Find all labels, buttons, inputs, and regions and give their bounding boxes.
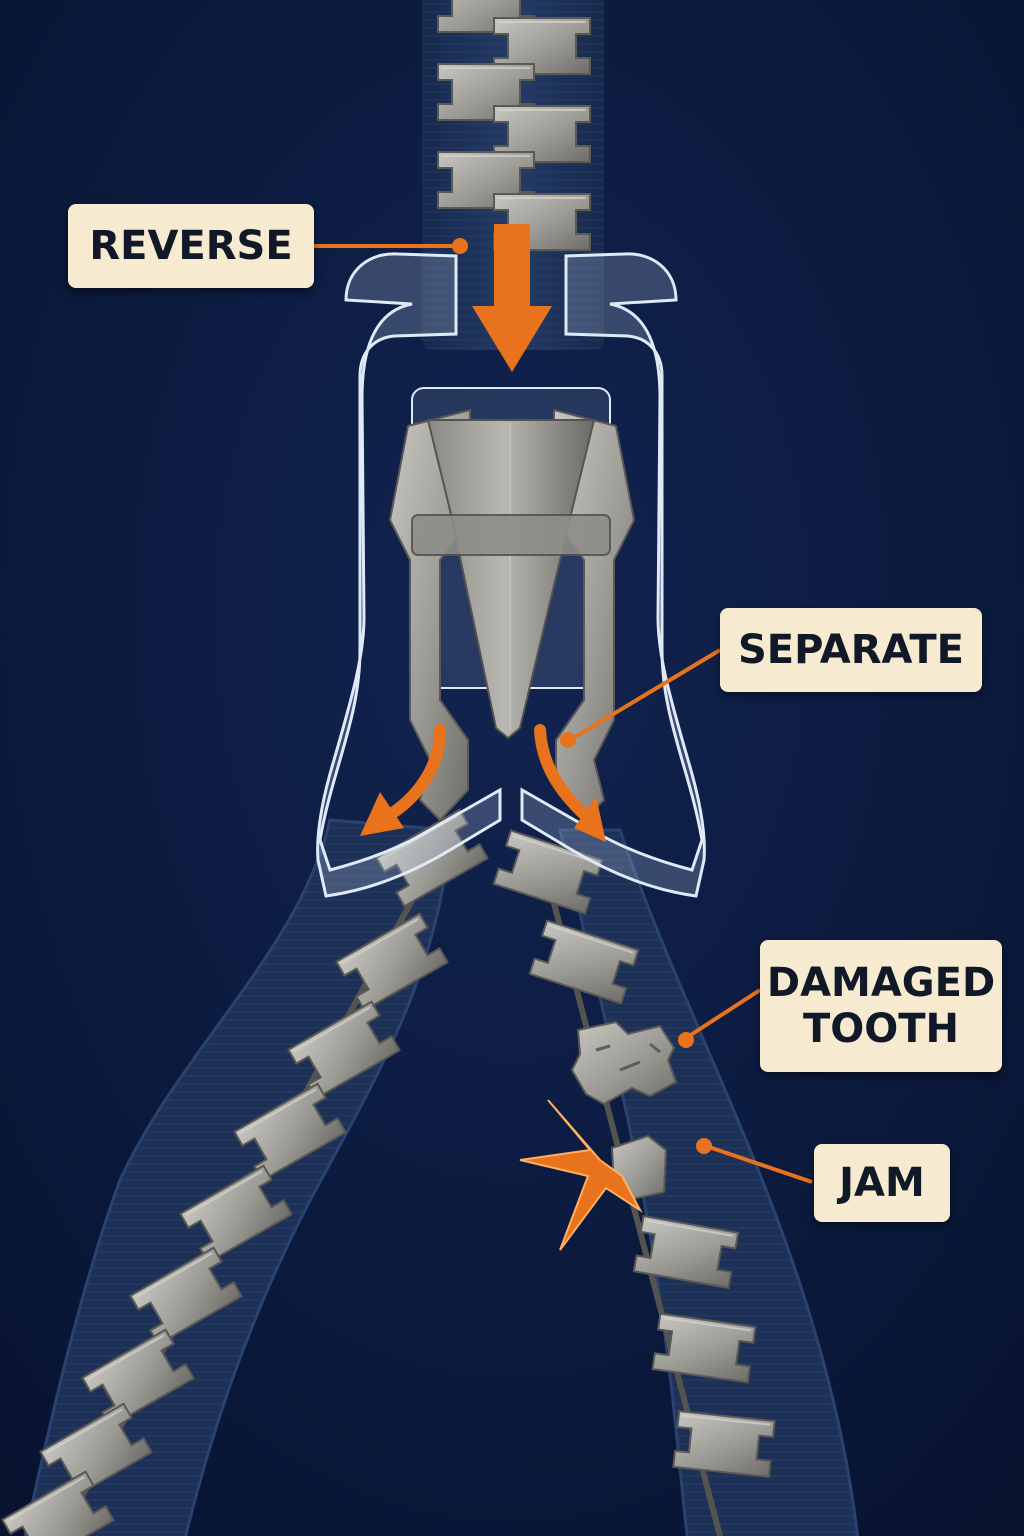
damaged-tooth-shape [570,1020,678,1106]
burst-icon [519,1099,643,1251]
label-damaged-tooth: DAMAGED TOOTH [760,940,1002,1072]
leader-dots [452,238,712,1154]
left-teeth [1,808,489,1536]
leader-lines [312,244,813,1184]
label-reverse-text: REVERSE [89,223,293,269]
zipper-slider-icon [316,252,706,898]
label-reverse: REVERSE [68,204,314,288]
reverse-arrow-icon [472,224,552,372]
label-jam: JAM [814,1144,950,1222]
label-jam-text: JAM [839,1160,925,1206]
separate-arrows-icon [360,724,606,842]
label-separate-text: SEPARATE [738,627,964,673]
label-damaged-line1: DAMAGED [766,960,996,1006]
label-separate: SEPARATE [720,608,982,692]
label-damaged-line2: TOOTH [802,1006,960,1052]
right-tape [558,828,859,1536]
